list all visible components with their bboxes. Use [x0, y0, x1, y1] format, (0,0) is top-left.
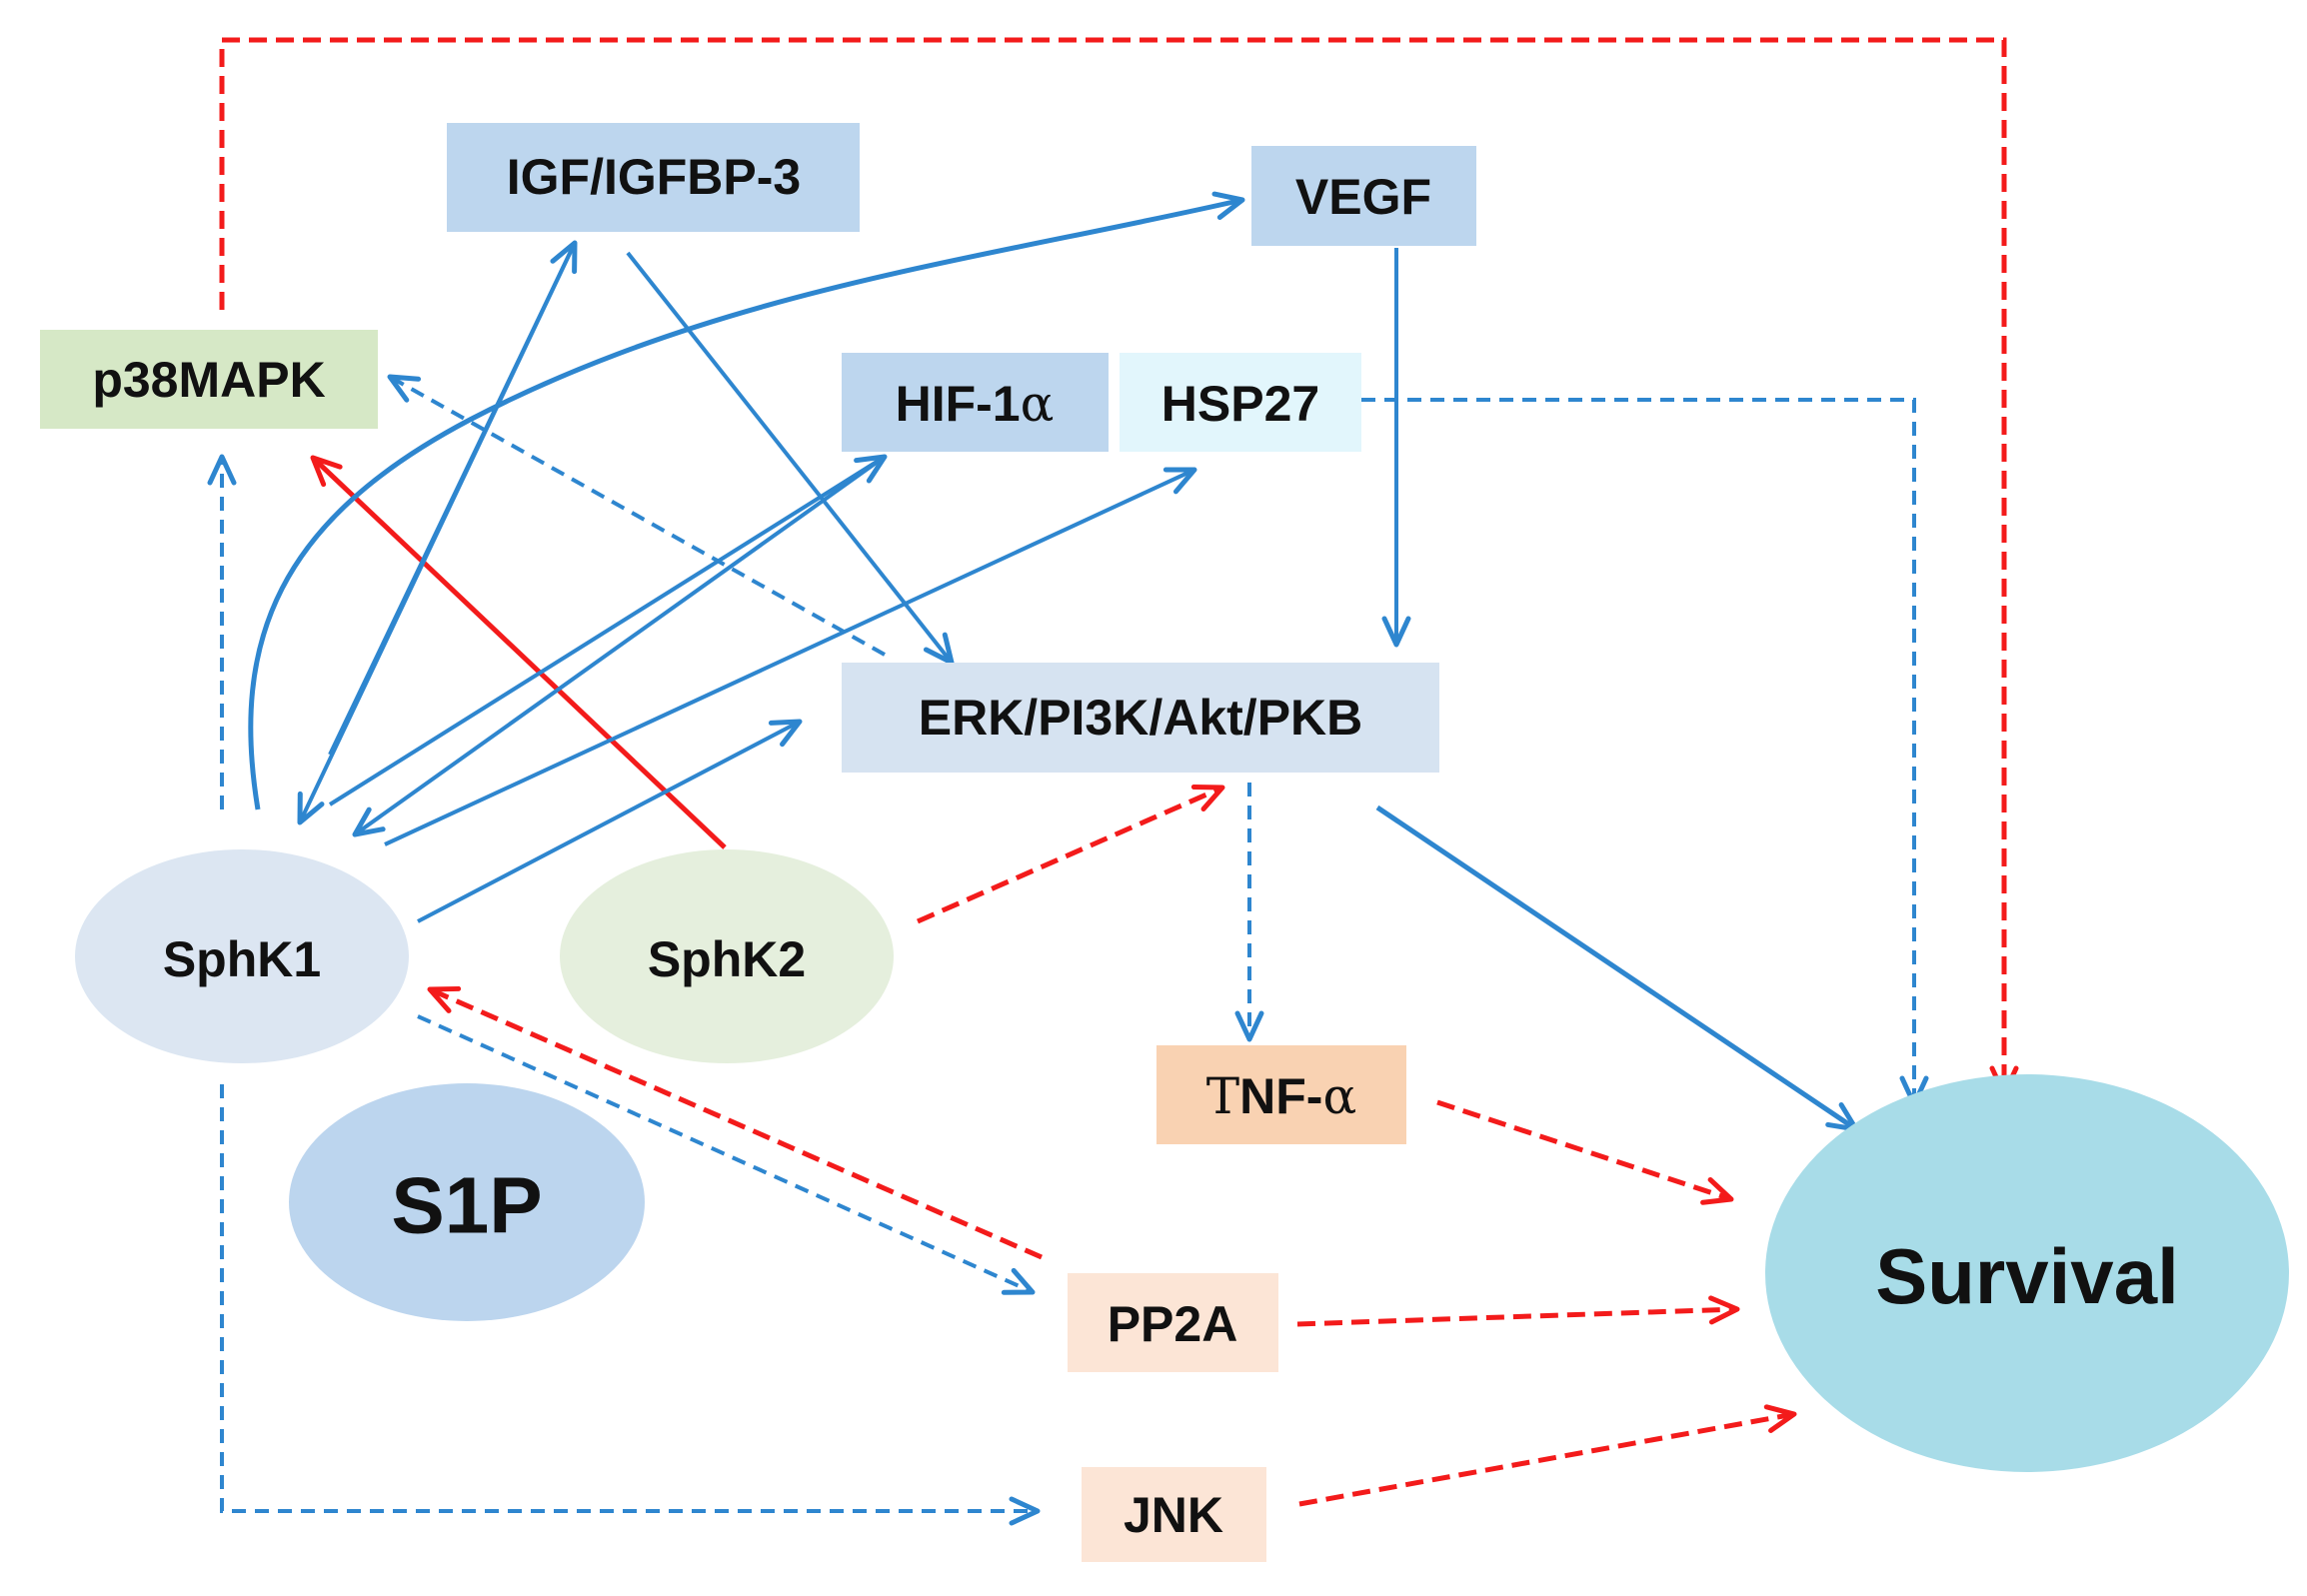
node-sphk2: SphK2: [560, 849, 894, 1063]
tnf-prefix-t: T: [1206, 1067, 1239, 1125]
arrow-sphk1-to-erk: [417, 719, 803, 923]
hif-greek-alpha: α: [1021, 375, 1055, 433]
node-s1p-label: S1P: [391, 1161, 542, 1250]
node-p38mapk-label: p38MAPK: [92, 352, 325, 408]
node-pp2a-label: PP2A: [1108, 1296, 1238, 1352]
arrow-jnk-to-survival: [1298, 1404, 1797, 1507]
node-tnf-alpha: TNF-α: [1156, 1045, 1406, 1144]
arrow-pp2a-to-sphk1: [427, 985, 1044, 1260]
node-sphk1-label: SphK1: [163, 931, 321, 987]
arrow-sphk2-to-p38mapk: [310, 455, 727, 849]
arrow-igf-to-erk: [626, 251, 955, 666]
node-erk-label: ERK/PI3K/Akt/PKB: [919, 690, 1363, 746]
node-hsp27: HSP27: [1120, 353, 1361, 452]
arrow-erk-to-p38mapk: [387, 374, 886, 657]
tnf-prefix: NF-: [1239, 1068, 1322, 1124]
node-sphk1: SphK1: [75, 849, 409, 1063]
node-igf-label: IGF/IGFBP-3: [507, 149, 801, 205]
arrow-sphk2-to-erk: [916, 784, 1225, 924]
arrow-sphk1-to-hif: [328, 454, 888, 806]
arrow-pp2a-to-survival: [1296, 1295, 1740, 1327]
hif-prefix: HIF-1: [896, 376, 1021, 432]
arrow-hsp27-to-survival: [1361, 398, 1929, 1107]
node-erk-pi3k-akt-pkb: ERK/PI3K/Akt/PKB: [842, 663, 1439, 773]
arrow-tnf-to-survival: [1436, 1099, 1734, 1205]
arrow-erk-to-survival: [1375, 804, 1859, 1132]
node-sphk2-label: SphK2: [648, 931, 806, 987]
node-survival-label: Survival: [1875, 1232, 2179, 1320]
tnf-greek-alpha: α: [1322, 1067, 1356, 1125]
arrow-sphk1-to-vegf: [248, 191, 1245, 810]
arrow-hif-to-sphk1: [352, 455, 887, 837]
node-tnf-label: TNF-α: [1206, 1067, 1356, 1125]
node-jnk: JNK: [1082, 1467, 1266, 1562]
node-survival: Survival: [1765, 1074, 2289, 1472]
node-s1p: S1P: [289, 1083, 645, 1321]
node-hif1a-label: HIF-1α: [896, 375, 1055, 433]
arrow-sphk1-to-jnk: [220, 1084, 1041, 1526]
node-p38mapk: p38MAPK: [40, 330, 378, 429]
node-jnk-label: JNK: [1124, 1487, 1223, 1543]
arrow-sphk1-to-hsp27: [384, 467, 1197, 846]
arrow-sphk1-to-pp2a: [417, 1014, 1036, 1295]
node-hif1a: HIF-1α: [842, 353, 1109, 452]
arrow-p38mapk-to-survival: [219, 37, 2019, 1097]
node-pp2a: PP2A: [1068, 1273, 1278, 1372]
node-vegf-label: VEGF: [1295, 169, 1431, 225]
node-igf-igfbp3: IGF/IGFBP-3: [447, 123, 860, 232]
node-hsp27-label: HSP27: [1161, 376, 1319, 432]
arrow-igf-to-sphk1: [297, 242, 577, 825]
node-vegf: VEGF: [1251, 146, 1476, 246]
